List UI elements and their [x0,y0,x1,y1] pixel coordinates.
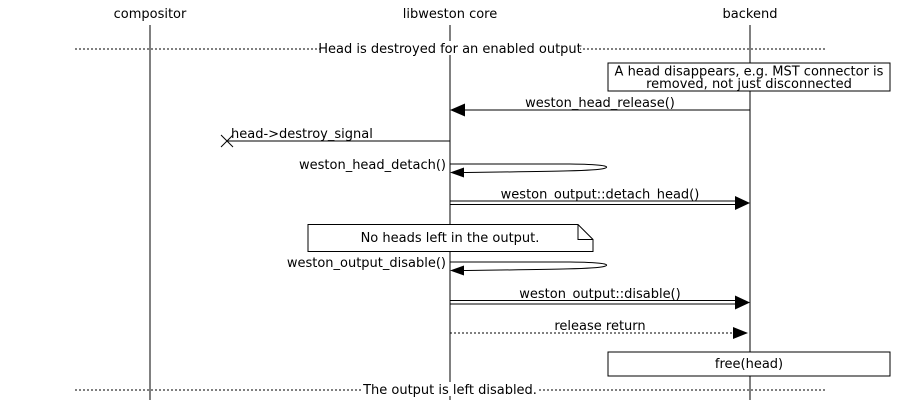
message-release-return-arrowhead-icon [733,327,748,339]
message-head-detach-label: weston_head_detach() [299,158,446,173]
note-no-heads-box [307,224,594,252]
message-detach-head-label: weston_output::detach_head() [501,188,700,203]
message-output-disable-arrowhead-icon [450,265,464,276]
note-no-heads-label: No heads left in the output. [361,231,540,246]
lifeline-title-backend: backend [723,7,778,22]
lifeline-title-libweston-core: libweston core [403,7,497,22]
note-no-heads-fold-icon [577,224,593,240]
message-head-detach-loop [450,163,607,173]
message-destroy-signal-label: head->destroy_signal [231,127,373,142]
lost-message-cross-icon [220,134,234,148]
action-free-head-label: free(head) [715,357,783,372]
message-head-detach-arrowhead-icon [450,167,464,178]
divider-bottom-label: The output is left disabled. [362,383,537,398]
message-output-disable-loop [450,261,607,271]
message-output-disable-label: weston_output_disable() [287,256,446,271]
note-head-disappears-line1: A head disappears, e.g. MST connector is [615,65,884,80]
note-head-disappears-box [607,62,891,92]
action-free-head-box [607,351,891,377]
divider-top-label: Head is destroyed for an enabled output [318,42,582,57]
message-head-release-arrowhead-icon [450,103,465,117]
message-disable-arrowhead-icon [735,295,750,310]
message-head-release-label: weston_head_release() [525,96,675,111]
divider-top-label-mask [320,41,580,55]
lifeline-title-compositor: compositor [114,7,187,22]
message-detach-head-arrowhead-icon [735,196,750,210]
message-release-return-label: release return [554,319,645,334]
divider-bottom-label-mask [363,382,537,396]
note-head-disappears-line2: removed, not just disconnected [646,77,852,92]
message-disable-label: weston_output::disable() [519,287,680,302]
